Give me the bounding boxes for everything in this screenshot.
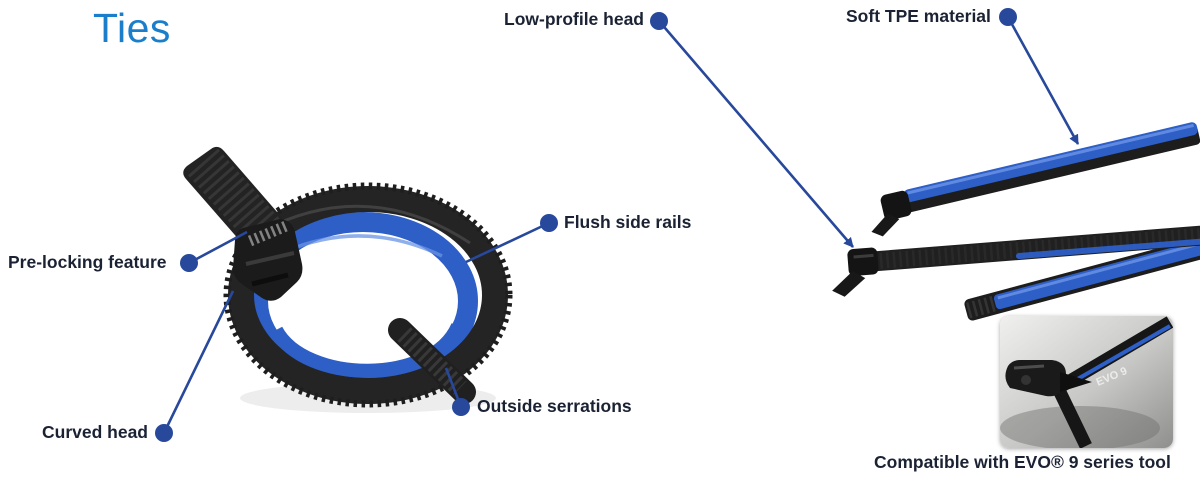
- callout-outside-serrations: Outside serrations: [477, 396, 632, 416]
- callout-dots: [155, 8, 1017, 442]
- tie-head-top: [871, 190, 912, 237]
- pre-locking-teeth: [247, 220, 289, 247]
- callout-soft-tpe-material: Soft TPE material: [846, 6, 991, 26]
- callout-curved-head: Curved head: [42, 422, 148, 442]
- callout-low-profile-head: Low-profile head: [504, 9, 644, 29]
- coil-second-blue-turn: [269, 322, 465, 378]
- dot-pre-locking: [180, 254, 198, 272]
- page-title: Ties: [93, 5, 171, 51]
- callout-flush-side-rails: Flush side rails: [564, 212, 692, 232]
- straight-tie-top: [871, 122, 1200, 237]
- evo-tool-photo: EVO 9: [1000, 316, 1173, 448]
- inset-caption: Compatible with EVO® 9 series tool: [874, 452, 1171, 472]
- line-curved-head: [162, 290, 235, 434]
- dot-flush-side-rails: [540, 214, 558, 232]
- coil-outer-serrations: [223, 182, 513, 408]
- line-soft-tpe: [1006, 16, 1080, 145]
- straight-tie-blue: [964, 236, 1200, 321]
- coil-black-highlight: [261, 204, 471, 245]
- dot-low-profile-head: [650, 12, 668, 30]
- inset-tie-blue-edge: [1061, 324, 1171, 390]
- callout-pre-locking-feature: Pre-locking feature: [8, 252, 167, 272]
- coil-black-band: [228, 186, 508, 404]
- coiled-tie-illustration: [183, 146, 513, 413]
- evo-tool-head: [1005, 360, 1092, 397]
- evo-tool-illustration: EVO 9: [1000, 316, 1173, 448]
- coil-blue-highlight: [283, 234, 443, 258]
- tie-head: [233, 219, 303, 301]
- dot-curved-head: [155, 424, 173, 442]
- callout-lines: [162, 16, 1080, 434]
- line-pre-locking: [188, 230, 248, 265]
- straight-tie-middle: [832, 225, 1200, 297]
- dot-outside-serrations: [452, 398, 470, 416]
- line-flush-side-rails: [465, 221, 550, 264]
- tie-head-middle: [832, 247, 879, 297]
- dot-soft-tpe: [999, 8, 1017, 26]
- line-low-profile-head: [658, 20, 854, 248]
